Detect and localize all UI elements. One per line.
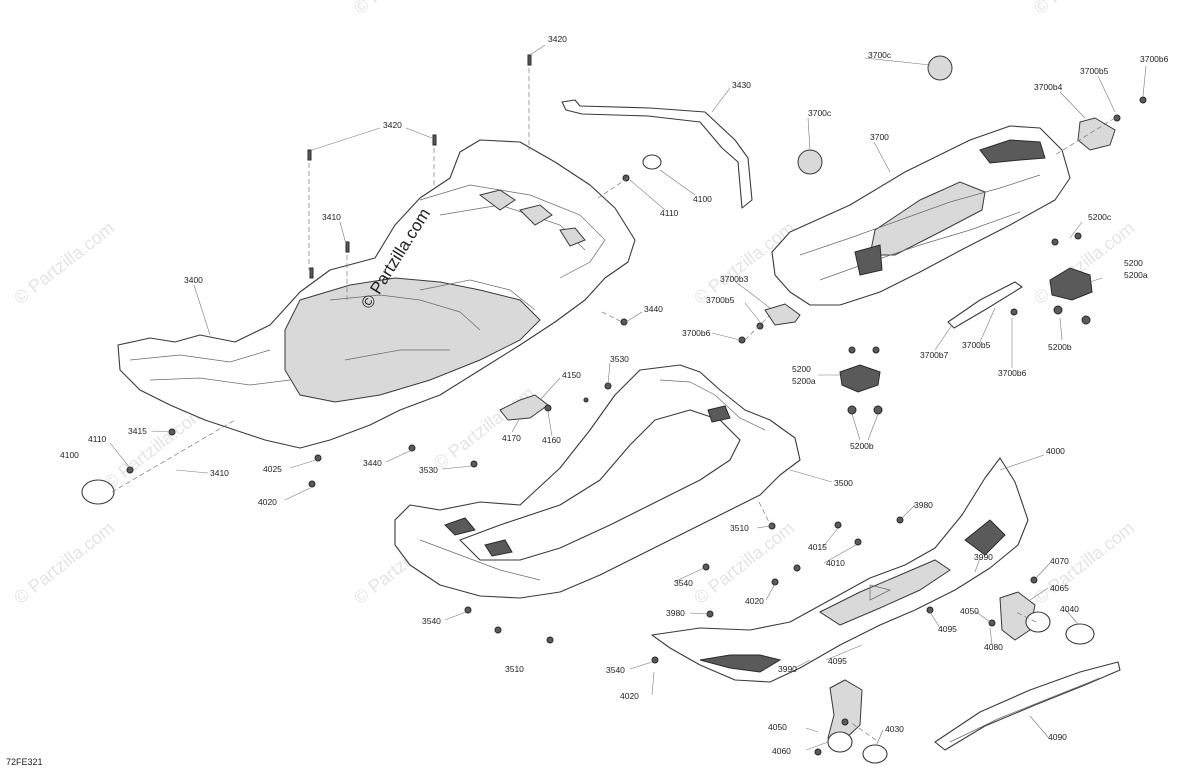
part-4090-reflector-bar <box>934 661 1121 751</box>
callout-5200: 5200 <box>792 364 811 374</box>
part-3430-rail <box>561 99 753 209</box>
callout-3700b6: 3700b6 <box>682 328 711 338</box>
callout-4020: 4020 <box>620 691 639 701</box>
callout-4065: 4065 <box>1050 583 1069 593</box>
callout-3700b5: 3700b5 <box>962 340 991 350</box>
callout-4100: 4100 <box>693 194 712 204</box>
callout-4020: 4020 <box>745 596 764 606</box>
watermark-text: © Partzilla.com <box>10 218 118 308</box>
callout-3700b6: 3700b6 <box>998 368 1027 378</box>
callout-4070: 4070 <box>1050 556 1069 566</box>
callout-5200b: 5200b <box>1048 342 1072 352</box>
callout-4095: 4095 <box>938 624 957 634</box>
watermark-text: © Partzilla.com <box>10 518 118 608</box>
callout-3700b5: 3700b5 <box>706 295 735 305</box>
callout-5200a: 5200a <box>1124 270 1148 280</box>
callout-3700b4: 3700b4 <box>1034 82 1063 92</box>
callout-4160: 4160 <box>542 435 561 445</box>
part-4000-rear-panel <box>651 457 1029 683</box>
callout-3700c: 3700c <box>868 50 892 60</box>
leader-lines <box>109 44 1147 751</box>
part-3700b-latches <box>764 117 1116 329</box>
callout-4170: 4170 <box>502 433 521 443</box>
fasteners <box>126 54 1147 756</box>
callout-5200c: 5200c <box>1088 212 1112 222</box>
callout-5200: 5200 <box>1124 258 1143 268</box>
callout-3990: 3990 <box>778 664 797 674</box>
callout-3980: 3980 <box>666 608 685 618</box>
callout-3700b7: 3700b7 <box>920 350 949 360</box>
part-3700c-caps <box>797 55 953 175</box>
figure-code: 72FE321 <box>6 757 43 767</box>
callout-3530: 3530 <box>610 354 629 364</box>
part-3400-under-panel <box>117 139 636 449</box>
callout-4015: 4015 <box>808 542 827 552</box>
part-3700-storage-box <box>771 125 1071 306</box>
callout-3440: 3440 <box>644 304 663 314</box>
assembly-lines <box>111 68 1116 741</box>
callout-4050: 4050 <box>768 722 787 732</box>
watermark-text: © Partzilla.com <box>430 383 538 473</box>
callout-3530: 3530 <box>419 465 438 475</box>
callout-3990: 3990 <box>974 552 993 562</box>
callout-3510: 3510 <box>505 664 524 674</box>
callout-3415: 3415 <box>128 426 147 436</box>
callout-4110: 4110 <box>88 434 107 444</box>
callout-3980: 3980 <box>914 500 933 510</box>
callout-3420: 3420 <box>383 120 402 130</box>
callout-4150: 4150 <box>562 370 581 380</box>
callout-3700b3: 3700b3 <box>720 274 749 284</box>
callout-3700: 3700 <box>870 132 889 142</box>
callout-4090: 4090 <box>1048 732 1067 742</box>
callout-4000: 4000 <box>1046 446 1065 456</box>
callout-4020: 4020 <box>258 497 277 507</box>
callout-5200b: 5200b <box>850 441 874 451</box>
callout-3700b6: 3700b6 <box>1140 54 1169 64</box>
callout-3410: 3410 <box>322 212 341 222</box>
callout-3540: 3540 <box>674 578 693 588</box>
callout-3410: 3410 <box>210 468 229 478</box>
watermark-text: © Partzilla.com <box>100 403 208 493</box>
callout-4095: 4095 <box>828 656 847 666</box>
watermark-text: © Partzilla.com <box>1030 518 1138 608</box>
callout-3540: 3540 <box>422 616 441 626</box>
callout-4110: 4110 <box>660 208 679 218</box>
callout-4060: 4060 <box>772 746 791 756</box>
callout-4080: 4080 <box>984 642 1003 652</box>
callout-4050: 4050 <box>960 606 979 616</box>
callout-labels: 3420 3420 3430 4110 4100 3410 3400 3440 … <box>60 34 1169 756</box>
part-3500-front-frame <box>394 364 801 599</box>
callout-3440: 3440 <box>363 458 382 468</box>
callout-3430: 3430 <box>732 80 751 90</box>
watermark-text: © Partzilla.com <box>350 0 458 18</box>
part-4100-reflectors <box>81 154 1095 764</box>
watermark-text: © Partzilla.com <box>1030 0 1138 18</box>
callout-4025: 4025 <box>263 464 282 474</box>
callout-4010: 4010 <box>826 558 845 568</box>
callout-3700b5: 3700b5 <box>1080 66 1109 76</box>
callout-4100: 4100 <box>60 450 79 460</box>
callout-4040: 4040 <box>1060 604 1079 614</box>
callout-3540: 3540 <box>606 665 625 675</box>
callout-3420: 3420 <box>548 34 567 44</box>
callout-4030: 4030 <box>885 724 904 734</box>
callout-3400: 3400 <box>184 275 203 285</box>
callout-3500: 3500 <box>834 478 853 488</box>
part-5200-brackets <box>839 267 1093 393</box>
callout-3510: 3510 <box>730 523 749 533</box>
callout-3700c: 3700c <box>808 108 832 118</box>
callout-5200a: 5200a <box>792 376 816 386</box>
